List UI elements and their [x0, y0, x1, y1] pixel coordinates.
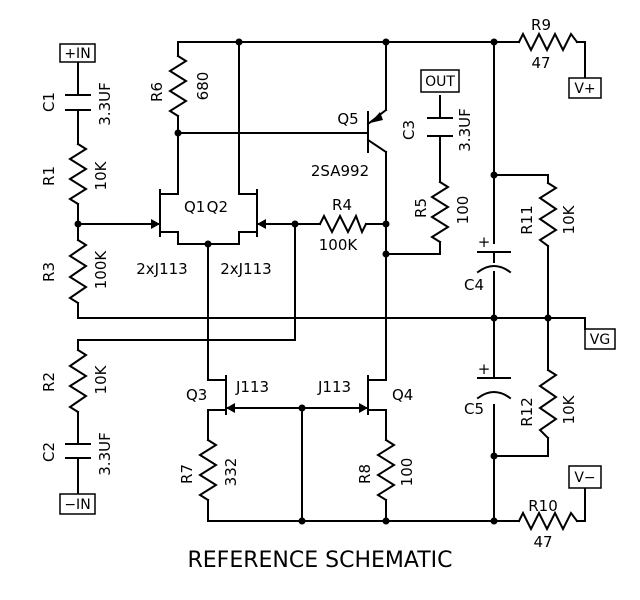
- jfet-q2: [238, 187, 267, 237]
- label-r4-value: 100K: [319, 236, 359, 254]
- label-q2-part: 2xJ113: [220, 260, 271, 278]
- svg-text:V+: V+: [574, 81, 595, 97]
- svg-text:OUT: OUT: [425, 74, 455, 90]
- resistor-r11: [538, 181, 558, 248]
- label-q1-ref: Q1: [184, 198, 205, 216]
- label-c3-ref: C3: [400, 120, 418, 140]
- label-c2-value: 3.3UF: [96, 432, 114, 475]
- label-r6-ref: R6: [148, 82, 166, 102]
- capacitor-c1: [65, 94, 91, 111]
- resistor-r2: [68, 348, 88, 414]
- label-r1-value: 10K: [92, 160, 110, 190]
- resistor-r7: [198, 438, 218, 502]
- label-q2-ref: Q2: [207, 198, 228, 216]
- junction-dots: [74, 38, 552, 525]
- label-c4-ref: C4: [464, 276, 484, 294]
- label-q5-part: 2SA992: [311, 162, 369, 180]
- label-r9-value: 47: [531, 54, 550, 72]
- bjt-q5: [366, 108, 388, 154]
- label-c3-value: 3.3UF: [456, 108, 474, 151]
- capacitor-c3: [427, 117, 453, 137]
- label-r8-ref: R8: [356, 464, 374, 484]
- terminal-vminus: V−: [568, 465, 602, 489]
- resistor-r4: [318, 213, 368, 235]
- label-r3-value: 100K: [92, 250, 110, 290]
- label-c1-ref: C1: [40, 92, 58, 112]
- label-c1-value: 3.3UF: [96, 82, 114, 125]
- terminal-vplus: V+: [568, 77, 602, 99]
- capacitor-c2: [65, 443, 91, 459]
- label-r7-value: 332: [222, 458, 240, 487]
- label-r7-ref: R7: [178, 464, 196, 484]
- svg-text:VG: VG: [590, 332, 610, 348]
- resistor-r1: [68, 142, 88, 206]
- label-r2-ref: R2: [40, 372, 58, 392]
- jfet-q1: [149, 187, 179, 237]
- jfet-q3: [207, 374, 237, 415]
- label-r2-value: 10K: [92, 364, 110, 394]
- resistor-r3: [68, 238, 88, 305]
- label-q3-ref: Q3: [186, 386, 207, 404]
- label-q5-ref: Q5: [337, 110, 358, 128]
- label-r11-ref: R11: [518, 205, 536, 235]
- label-q3-part: J113: [235, 378, 269, 396]
- label-r3-ref: R3: [40, 262, 58, 282]
- label-r4-ref: R4: [332, 196, 352, 214]
- terminal-in-neg: −IN: [59, 493, 96, 515]
- svg-text:V−: V−: [574, 470, 595, 486]
- resistor-r10: [517, 510, 579, 532]
- schematic-title: REFERENCE SCHEMATIC: [187, 548, 452, 573]
- resistor-r5: [430, 180, 450, 244]
- label-c4-plus: +: [478, 233, 491, 251]
- label-r10-value: 47: [533, 533, 552, 551]
- terminal-in-pos: +IN: [59, 43, 96, 63]
- resistor-r8: [376, 438, 396, 502]
- label-c5-plus: +: [478, 360, 491, 378]
- label-r12-ref: R12: [518, 397, 536, 427]
- terminal-out: OUT: [420, 69, 460, 93]
- wires: [77, 41, 586, 522]
- svg-text:−IN: −IN: [64, 497, 90, 513]
- resistor-r12: [538, 368, 558, 440]
- resistor-r6: [168, 54, 188, 118]
- label-q4-part: J113: [317, 378, 351, 396]
- resistor-r9: [517, 31, 579, 53]
- label-r8-value: 100: [398, 458, 416, 487]
- label-r1-ref: R1: [40, 166, 58, 186]
- capacitor-c4: [476, 251, 512, 274]
- label-r5-value: 100: [454, 196, 472, 225]
- terminal-vg: VG: [584, 317, 616, 350]
- label-q4-ref: Q4: [392, 386, 413, 404]
- label-r11-value: 10K: [560, 204, 578, 234]
- label-r10-ref: R10: [528, 497, 558, 515]
- label-q1-part: 2xJ113: [136, 260, 187, 278]
- label-c5-ref: C5: [464, 400, 484, 418]
- svg-text:+IN: +IN: [64, 46, 90, 62]
- label-r5-ref: R5: [412, 198, 430, 218]
- capacitor-c5: [476, 377, 512, 400]
- label-r6-value: 680: [194, 72, 212, 101]
- label-r12-value: 10K: [560, 394, 578, 424]
- jfet-q4: [357, 374, 387, 415]
- label-r9-ref: R9: [531, 16, 551, 34]
- label-c2-ref: C2: [40, 442, 58, 462]
